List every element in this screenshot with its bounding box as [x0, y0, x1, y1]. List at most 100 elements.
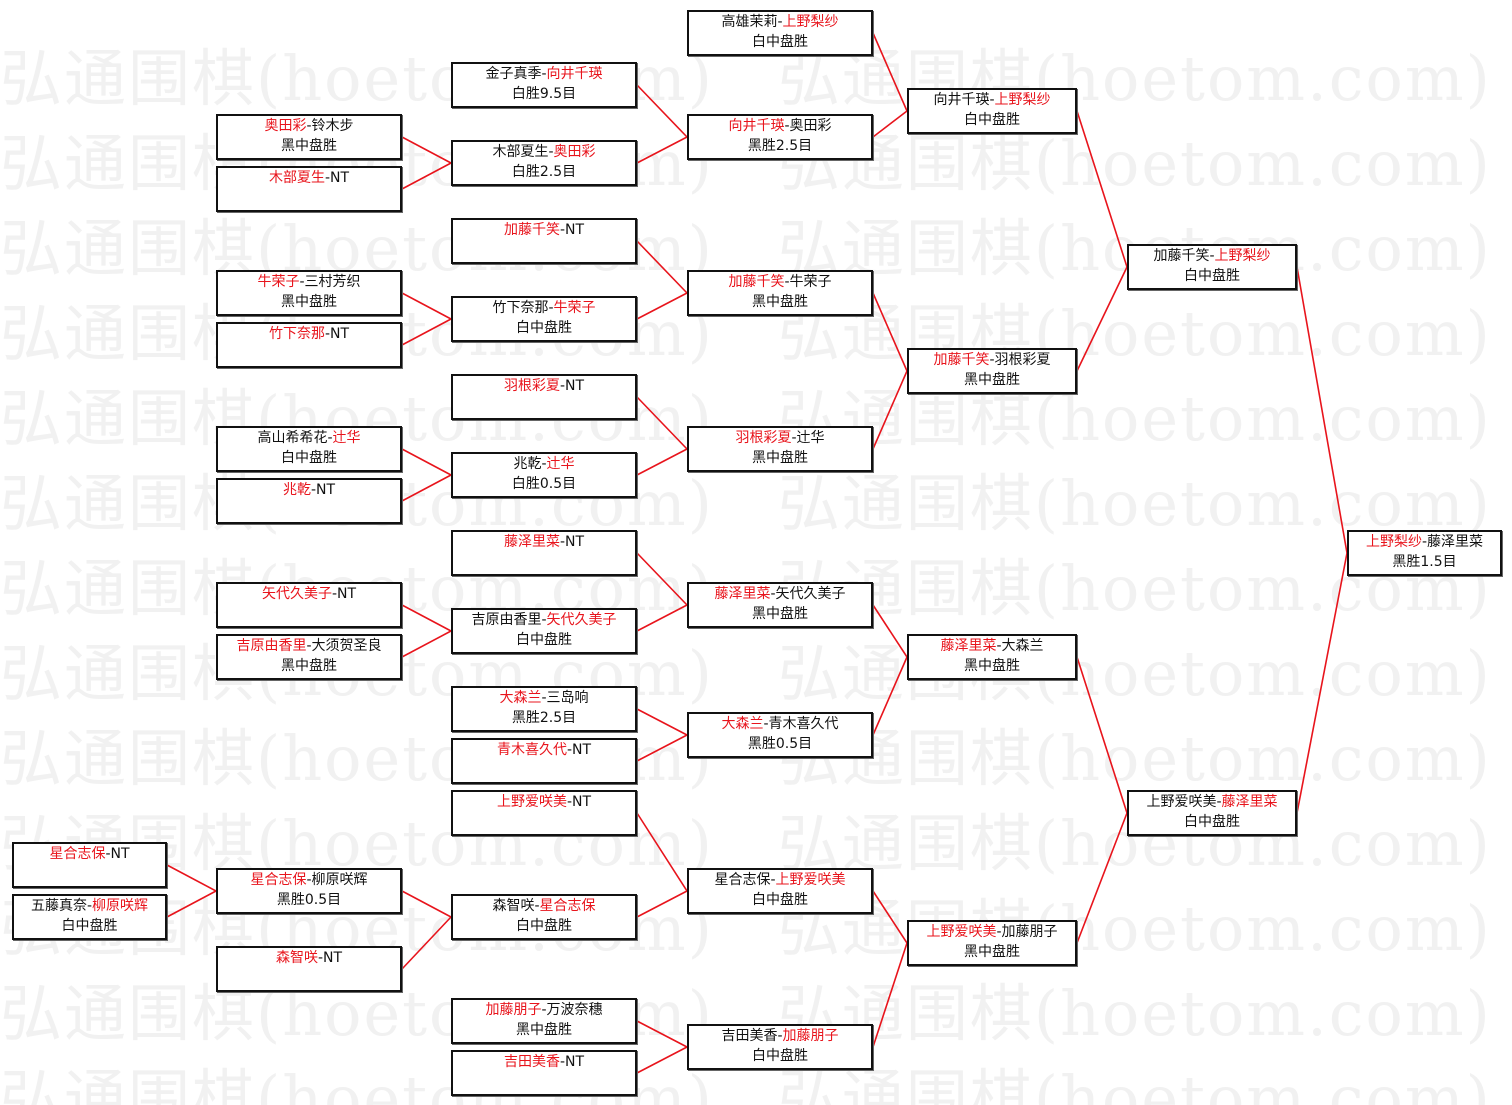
match-box: 加藤朋子-万波奈穗黑中盘胜: [451, 998, 637, 1044]
player-2: 万波奈穗: [546, 1002, 603, 1018]
match-box: 高雄茉莉-上野梨纱白中盘胜: [687, 10, 873, 56]
match-result: 黑中盘胜: [964, 944, 1020, 960]
separator: -: [784, 118, 790, 134]
connector-line: [636, 136, 688, 164]
connector-line: [872, 890, 908, 944]
player-1: 星合志保: [49, 846, 106, 862]
separator: -: [791, 430, 797, 446]
match-players: 藤泽里菜-矢代久美子: [689, 584, 871, 604]
match-result: 白中盘胜: [752, 892, 808, 908]
player-2: NT: [110, 846, 130, 862]
player-2: 上野梨纱: [994, 92, 1051, 108]
match-players: 向井千瑛-上野梨纱: [909, 90, 1075, 110]
player-1: 兆乾: [513, 456, 542, 472]
match-result: [453, 760, 635, 780]
player-2: 藤泽里菜: [1427, 534, 1484, 550]
separator: -: [996, 638, 1002, 654]
match-players: 加藤朋子-万波奈穗: [453, 1000, 635, 1020]
match-box: 加藤千笑-上野梨纱白中盘胜: [1127, 244, 1297, 290]
player-1: 吉原由香里: [236, 638, 307, 654]
match-box: 木部夏生-NT: [216, 166, 402, 212]
separator: -: [548, 144, 554, 160]
connector-line: [872, 370, 908, 450]
connector-line: [401, 448, 452, 476]
player-2: NT: [323, 950, 343, 966]
match-result: [218, 188, 400, 208]
separator: -: [777, 14, 783, 30]
match-result: [14, 864, 165, 884]
player-1: 星合志保: [714, 872, 771, 888]
player-1: 金子真季: [485, 66, 542, 82]
match-players: 羽根彩夏-辻华: [689, 428, 871, 448]
match-box: 星合志保-柳原咲辉黑胜0.5目: [216, 868, 402, 914]
player-1: 加藤朋子: [485, 1002, 542, 1018]
player-2: 辻华: [546, 456, 575, 472]
separator: -: [784, 274, 790, 290]
match-box: 吉田美香-加藤朋子白中盘胜: [687, 1024, 873, 1070]
match-result: 黑中盘胜: [516, 1022, 572, 1038]
match-players: 森智咲-NT: [218, 948, 400, 968]
match-result: 黑胜1.5目: [1392, 554, 1457, 570]
match-players: 木部夏生-奥田彩: [453, 142, 635, 162]
player-1: 高雄茉莉: [721, 14, 778, 30]
separator: -: [770, 586, 776, 602]
player-1: 加藤千笑: [503, 222, 560, 238]
match-result: 黑胜2.5目: [747, 138, 813, 154]
player-2: 奥田彩: [789, 118, 832, 134]
separator: -: [327, 430, 333, 446]
match-result: [218, 968, 400, 988]
match-players: 星合志保-NT: [14, 844, 165, 864]
player-2: 藤泽里菜: [1221, 794, 1278, 810]
match-result: [453, 552, 635, 572]
match-result: 白中盘胜: [964, 112, 1020, 128]
match-players: 加藤千笑-NT: [453, 220, 635, 240]
player-1: 大森兰: [721, 716, 764, 732]
player-2: NT: [565, 378, 585, 394]
match-players: 星合志保-上野爱咲美: [689, 870, 871, 890]
player-2: 上野梨纱: [782, 14, 839, 30]
match-players: 上野爱咲美-加藤朋子: [909, 922, 1075, 942]
match-result: 白胜2.5目: [511, 164, 577, 180]
player-1: 加藤千笑: [933, 352, 990, 368]
match-result: 黑中盘胜: [752, 450, 808, 466]
match-players: 青木喜久代-NT: [453, 740, 635, 760]
connector-line: [401, 318, 452, 346]
match-box: 藤泽里菜-大森兰黑中盘胜: [907, 634, 1077, 680]
separator: -: [559, 534, 566, 550]
player-2: 辻华: [332, 430, 361, 446]
match-players: 奥田彩-铃木步: [218, 116, 400, 136]
match-players: 藤泽里菜-大森兰: [909, 636, 1075, 656]
connector-line: [636, 708, 688, 736]
player-2: 三村芳织: [304, 274, 361, 290]
player-1: 向井千瑛: [933, 92, 990, 108]
match-box: 羽根彩夏-NT: [451, 374, 637, 420]
player-2: 大须贺圣良: [311, 638, 382, 654]
separator: -: [1216, 794, 1222, 810]
player-2: 大森兰: [1001, 638, 1044, 654]
separator: -: [331, 586, 338, 602]
match-players: 加藤千笑-牛荣子: [689, 272, 871, 292]
connector-line: [872, 292, 908, 372]
connector-line: [872, 604, 908, 658]
match-players: 五藤真奈-柳原咲辉: [14, 896, 165, 916]
player-2: NT: [330, 326, 350, 342]
match-result: 黑中盘胜: [964, 372, 1020, 388]
separator: -: [541, 690, 547, 706]
connector-line: [401, 630, 452, 658]
player-2: NT: [565, 534, 585, 550]
match-players: 羽根彩夏-NT: [453, 376, 635, 396]
match-box: 竹下奈那-牛荣子白中盘胜: [451, 296, 637, 342]
match-result: 黑中盘胜: [281, 138, 337, 154]
player-2: NT: [565, 222, 585, 238]
player-1: 大森兰: [499, 690, 542, 706]
match-box: 大森兰-青木喜久代黑胜0.5目: [687, 712, 873, 758]
player-2: 铃木步: [311, 118, 354, 134]
match-result: [453, 812, 635, 832]
player-1: 加藤千笑: [728, 274, 785, 290]
match-result: [453, 240, 635, 260]
player-2: 牛荣子: [789, 274, 832, 290]
match-box: 五藤真奈-柳原咲辉白中盘胜: [12, 894, 167, 940]
player-2: 青木喜久代: [768, 716, 839, 732]
connector-line: [636, 84, 688, 138]
player-1: 星合志保: [250, 872, 307, 888]
